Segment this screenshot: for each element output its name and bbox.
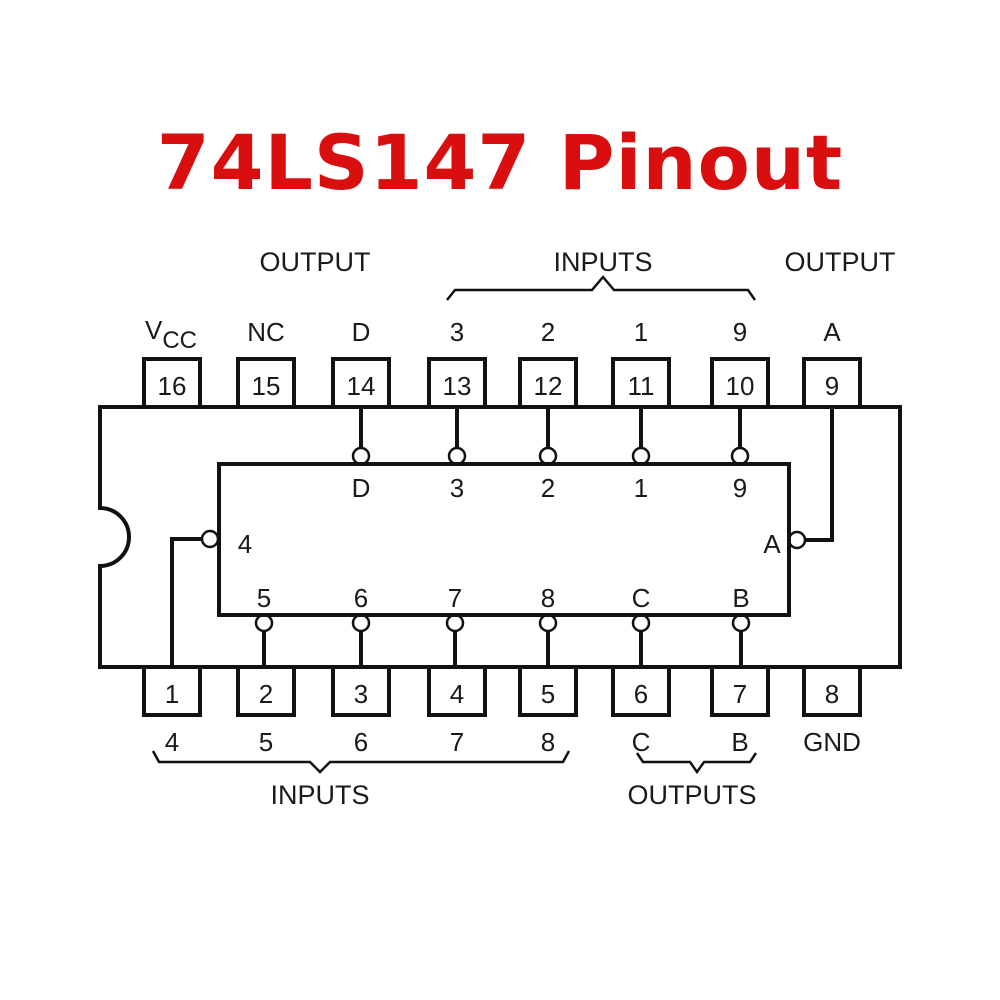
pin-7: 7B [710, 665, 770, 757]
inversion-bubble [254, 613, 274, 633]
group-label-outputs-bottom: OUTPUTS [627, 780, 756, 810]
pin-box [236, 357, 296, 409]
pin-12: 12 2 [518, 317, 578, 409]
inversion-bubble [351, 446, 371, 466]
pin-number: 14 [347, 371, 376, 401]
inversion-bubble [731, 613, 751, 633]
diagram-title: 74LS147 Pinout [156, 118, 844, 207]
pin-number: 9 [825, 371, 839, 401]
inversion-bubble [447, 446, 467, 466]
pin-number: 13 [443, 371, 472, 401]
pin-number: 12 [534, 371, 563, 401]
internal-label: 8 [541, 583, 555, 613]
internal-label: D [352, 473, 371, 503]
internal-logic-block [217, 462, 791, 617]
inversion-bubble [631, 613, 651, 633]
pin-14: 14 D [331, 317, 391, 409]
group-label-output-a: OUTPUT [785, 247, 896, 277]
internal-label: 3 [450, 473, 464, 503]
internal-label-a: A [763, 529, 781, 559]
pin-11: 111 [611, 317, 671, 409]
pin-9: 9A [802, 317, 862, 409]
inversion-bubble-4 [200, 529, 220, 549]
pin-wire-a [805, 407, 834, 542]
pin-number: 4 [450, 679, 464, 709]
pin-function-label: 8 [541, 727, 555, 757]
pin-number: 1 [165, 679, 179, 709]
pin-box [142, 357, 202, 409]
pin-function-label: 1 [634, 317, 648, 347]
pin-4: 47 [427, 665, 487, 757]
inversion-bubble [445, 613, 465, 633]
pin-function-label: GND [803, 727, 861, 757]
pin-function-label: 9 [733, 317, 747, 347]
pin-number: 10 [726, 371, 755, 401]
pin-number: 3 [354, 679, 368, 709]
internal-label: C [632, 583, 651, 613]
internal-label: 9 [733, 473, 747, 503]
pin-function-label: 2 [541, 317, 555, 347]
internal-label: 6 [354, 583, 368, 613]
brace-inputs-top [446, 275, 757, 301]
inversion-bubble [631, 446, 651, 466]
pin-number: 2 [259, 679, 273, 709]
inversion-bubble [351, 613, 371, 633]
pin-box [802, 665, 862, 717]
internal-label: 1 [634, 473, 648, 503]
pin-number: 15 [252, 371, 281, 401]
pin-function-label: 5 [259, 727, 273, 757]
pin-number: 5 [541, 679, 555, 709]
internal-label: 5 [257, 583, 271, 613]
pin-function-label: 6 [354, 727, 368, 757]
inversion-bubble [730, 446, 750, 466]
pin-wire-4 [170, 537, 201, 667]
pin-function-label: D [352, 317, 371, 347]
pin-15: 15 NC [236, 317, 296, 409]
pin-2: 25 [236, 665, 296, 757]
pin-number: 6 [634, 679, 648, 709]
pin-function-label: A [823, 317, 841, 347]
pin-function-label: NC [247, 317, 285, 347]
pin-function-label: B [731, 727, 748, 757]
brace-outputs-bottom [635, 752, 758, 775]
inversion-bubble-a [787, 530, 807, 550]
group-label-output-d: OUTPUT [260, 247, 371, 277]
pin-1: 14 [142, 665, 202, 757]
internal-label: B [732, 583, 749, 613]
pin-number: 7 [733, 679, 747, 709]
inversion-bubble [538, 446, 558, 466]
ic-package-outline [98, 405, 902, 669]
pin-function-label: 4 [165, 727, 179, 757]
pin-5: 58 [518, 665, 578, 757]
pin-function-label: 3 [450, 317, 464, 347]
pin-13: 13 3 [427, 317, 487, 409]
pin-number: 16 [158, 371, 187, 401]
pin-function-label: C [632, 727, 651, 757]
pin-label-vcc: VCC [145, 315, 197, 354]
pin-16: 16 [142, 357, 202, 409]
internal-label-4: 4 [238, 529, 252, 559]
pin-function-label: 7 [450, 727, 464, 757]
brace-inputs-bottom [151, 750, 571, 774]
group-label-inputs-top: INPUTS [553, 247, 652, 277]
pin-number: 11 [628, 371, 655, 401]
group-label-inputs-bottom: INPUTS [270, 780, 369, 810]
pin-number: 8 [825, 679, 839, 709]
inversion-bubble [538, 613, 558, 633]
internal-label: 7 [448, 583, 462, 613]
pin-6: 6C [611, 665, 671, 757]
pin-10: 10 9 [710, 317, 770, 409]
internal-label: 2 [541, 473, 555, 503]
pin-3: 36 [331, 665, 391, 757]
